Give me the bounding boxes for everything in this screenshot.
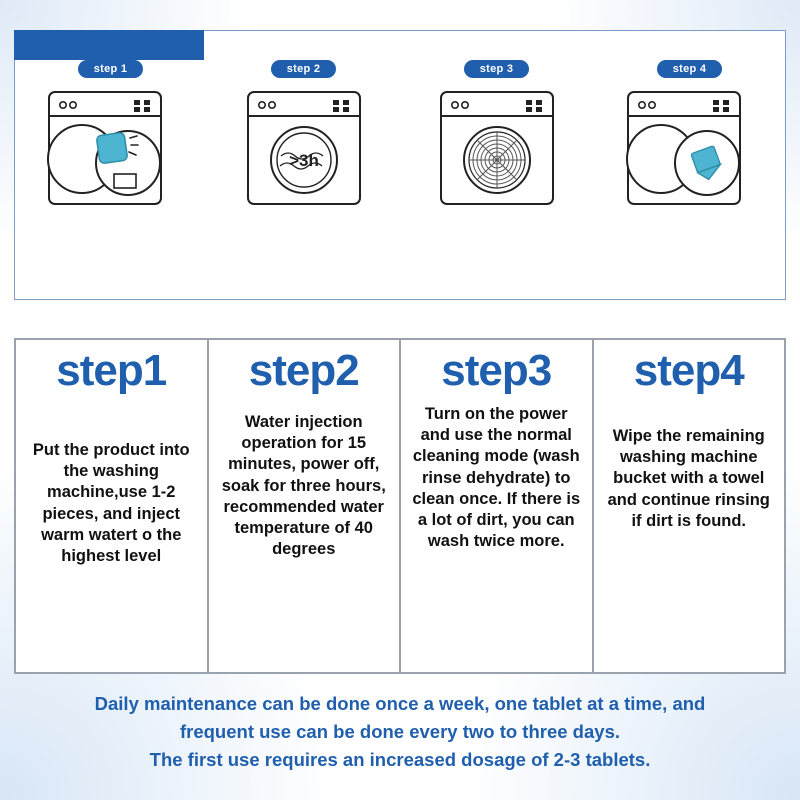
panel-tab xyxy=(14,30,204,60)
illustration-step-1: step 1 xyxy=(21,60,201,211)
illustration-step-2: step 2 >3h xyxy=(214,60,394,211)
illustration-step-4: step 4 xyxy=(600,60,780,211)
step-body-3: Turn on the power and use the normal cle… xyxy=(412,405,581,550)
step-heading-1: step1 xyxy=(56,346,167,395)
illustration-step-3: step 3 xyxy=(407,60,587,211)
step-column-1: step1 Put the product into the washing m… xyxy=(14,338,209,674)
step-column-3: step3 Turn on the power and use the norm… xyxy=(399,338,594,674)
svg-text:>3h: >3h xyxy=(289,151,319,170)
step-pill-1: step 1 xyxy=(77,60,144,78)
maintenance-note: Daily maintenance can be done once a wee… xyxy=(0,690,800,773)
step-pill-2: step 2 xyxy=(270,60,337,78)
step-pill-3: step 3 xyxy=(463,60,530,78)
step-column-4: step4 Wipe the remaining washing machine… xyxy=(591,338,786,674)
note-line-2: frequent use can be done every two to th… xyxy=(179,720,620,742)
step-heading-2: step2 xyxy=(248,346,360,395)
note-line-1: Daily maintenance can be done once a wee… xyxy=(94,693,706,714)
step-body-2: Water injection operation for 15 minutes… xyxy=(221,413,386,558)
step-heading-3: step3 xyxy=(441,346,552,395)
step-heading-4: step4 xyxy=(633,346,745,395)
washing-machine-timer-3h-icon: >3h xyxy=(246,91,361,205)
note-line-3: The first use requires an increased dosa… xyxy=(149,748,651,770)
step-body-4: Wipe the remaining washing machine bucke… xyxy=(607,427,770,530)
washing-machine-drum-spin-icon xyxy=(439,91,554,205)
washing-machine-wipe-cloth-icon xyxy=(625,91,741,205)
illustration-steps-row: step 1 step 2 xyxy=(14,60,786,240)
step-body-1: Put the product into the washing machine… xyxy=(32,441,190,565)
step-column-2: step2 Water injection operation for 15 m… xyxy=(206,338,401,674)
washing-machine-door-open-tablet-icon xyxy=(46,91,162,205)
steps-text-row: step1 Put the product into the washing m… xyxy=(14,338,786,674)
step-pill-4: step 4 xyxy=(656,60,723,78)
